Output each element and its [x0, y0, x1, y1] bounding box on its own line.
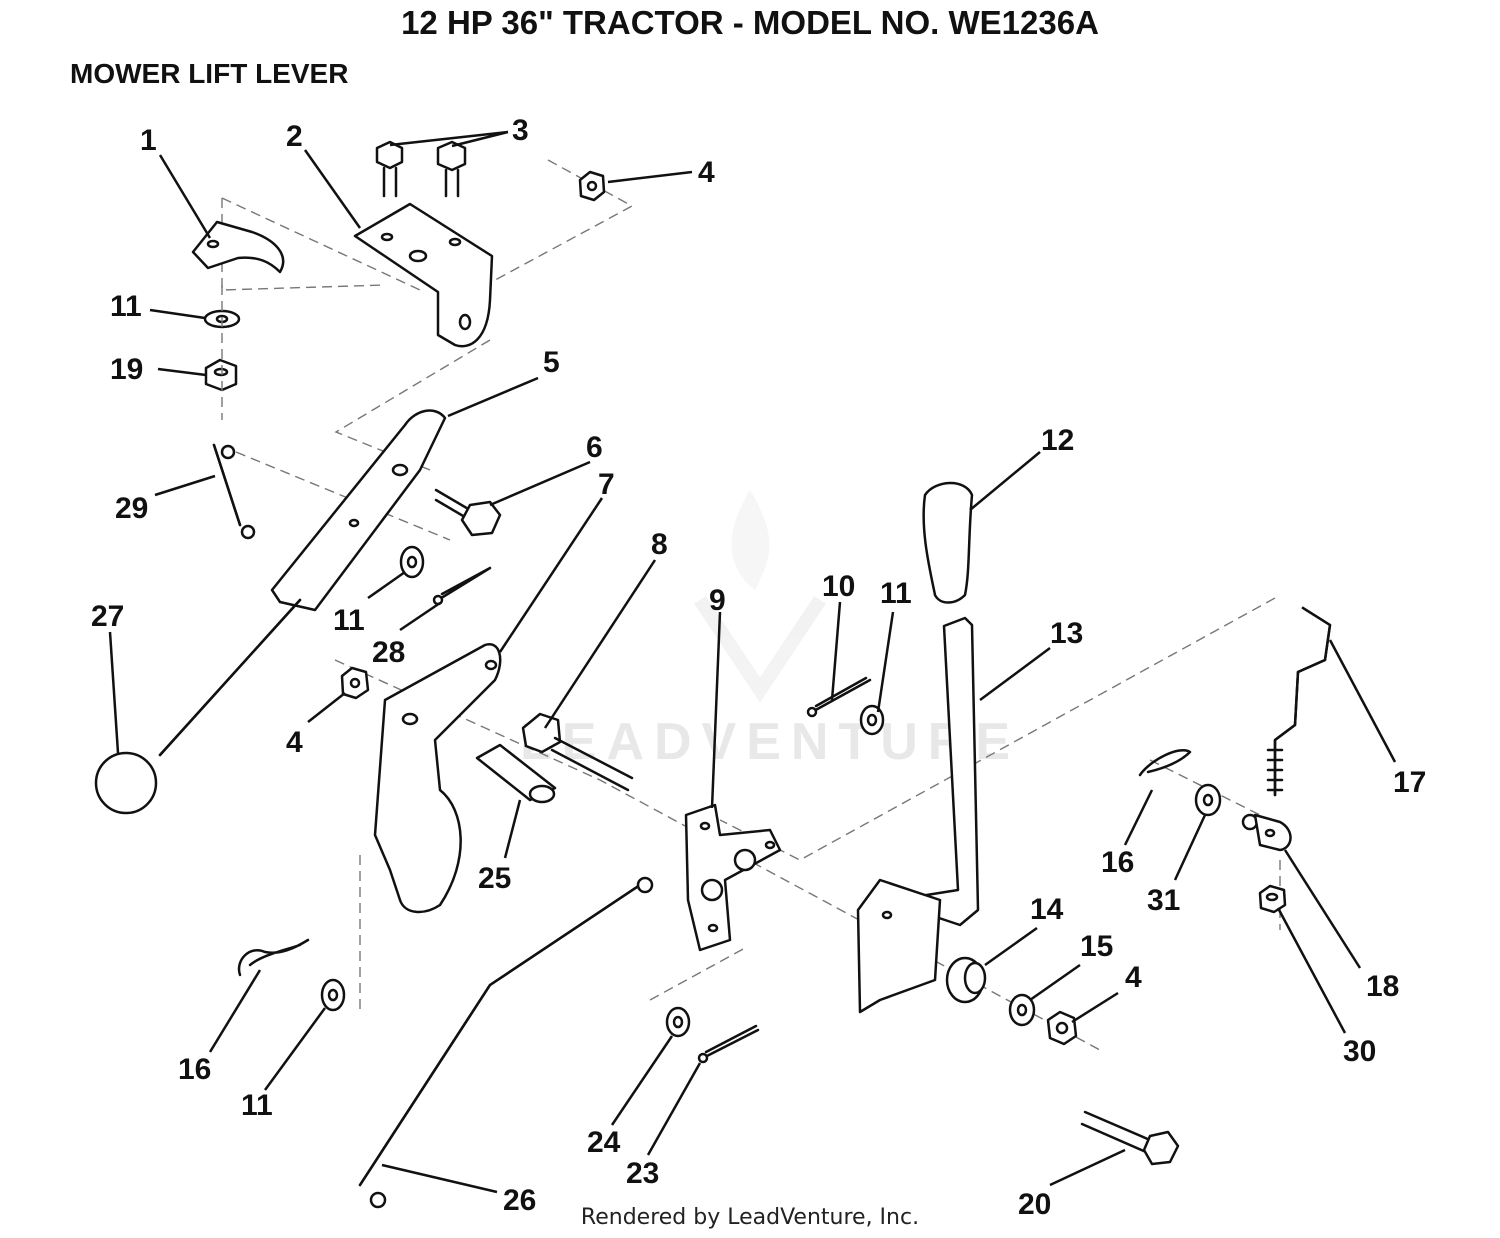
part-9-pivot-plate — [684, 803, 782, 952]
callout-16b: 16 — [178, 1053, 211, 1086]
part-23-cotter-pin — [697, 1024, 760, 1064]
part-31-washer — [1194, 783, 1222, 817]
part-12-handle-grip — [922, 481, 974, 604]
footer-credit: Rendered by LeadVenture, Inc. — [580, 1205, 920, 1230]
callout-11c: 11 — [333, 604, 365, 637]
callout-27: 27 — [91, 600, 124, 633]
part-29-link — [212, 443, 256, 540]
callout-29: 29 — [115, 492, 148, 525]
part-4-nut-mid — [340, 666, 370, 700]
callout-14: 14 — [1030, 893, 1064, 926]
part-15-washer — [1008, 993, 1036, 1027]
part-26-lift-link — [358, 876, 654, 1209]
callout-6: 6 — [586, 431, 603, 464]
part-7-plate — [373, 643, 502, 914]
callout-1: 1 — [140, 124, 157, 157]
callout-12: 12 — [1041, 424, 1074, 457]
callout-31: 31 — [1147, 884, 1180, 917]
part-25-sleeve — [475, 743, 557, 804]
part-30-nut — [1258, 884, 1287, 914]
part-17-rod — [1266, 606, 1332, 797]
assembly-dashed-lines — [221, 159, 1291, 1051]
callout-28: 28 — [372, 636, 405, 669]
callout-23: 23 — [626, 1157, 659, 1190]
part-13-lever — [856, 616, 980, 1014]
part-11-washer-bottom — [320, 978, 346, 1012]
callout-11b: 11 — [880, 577, 912, 610]
part-28-cotter-pin — [432, 566, 492, 606]
part-11-washer-mid — [399, 545, 425, 579]
page-title: 12 HP 36" TRACTOR - MODEL NO. WE1236A — [401, 4, 1099, 41]
part-11-washer-right — [859, 704, 885, 736]
part-24-washer — [665, 1006, 691, 1038]
callout-17: 17 — [1393, 766, 1426, 799]
part-2-bracket — [353, 202, 494, 348]
callout-numbers: 1 2 3 4 11 19 5 6 7 29 12 8 9 10 11 13 2… — [91, 114, 1426, 1221]
part-18-ferrule — [1241, 813, 1292, 852]
part-3-bolts — [375, 140, 467, 198]
callout-15: 15 — [1080, 930, 1113, 963]
callout-7: 7 — [598, 468, 615, 501]
part-6-bolt — [434, 488, 502, 537]
callout-5: 5 — [543, 346, 560, 379]
callout-4: 4 — [698, 156, 715, 189]
callout-20: 20 — [1018, 1188, 1051, 1221]
part-10-cotter-pin — [806, 676, 872, 718]
callout-11d: 11 — [241, 1089, 273, 1122]
part-27-knob — [94, 751, 158, 815]
callout-18: 18 — [1366, 970, 1399, 1003]
callout-4c: 4 — [1125, 961, 1142, 994]
part-16-hairpin-right — [1138, 749, 1192, 777]
callout-13: 13 — [1050, 617, 1083, 650]
callout-2: 2 — [286, 120, 303, 153]
callout-11: 11 — [110, 290, 142, 323]
part-8-long-bolt — [521, 712, 634, 792]
part-19-nut — [204, 358, 238, 392]
callout-30: 30 — [1343, 1035, 1376, 1068]
part-1-clip — [191, 220, 285, 274]
part-4-nut-right — [1046, 1010, 1078, 1046]
callout-10: 10 — [822, 570, 855, 603]
part-4-nut-top — [578, 170, 606, 202]
callout-3: 3 — [512, 114, 529, 147]
callout-26: 26 — [503, 1184, 536, 1217]
part-20-bolt — [1080, 1110, 1180, 1166]
leader-lines — [108, 130, 1397, 1194]
part-16-hairpin-left — [237, 938, 310, 977]
callout-4b: 4 — [286, 726, 303, 759]
part-5-lift-arm — [158, 409, 447, 757]
callout-25: 25 — [478, 862, 511, 895]
section-subtitle: MOWER LIFT LEVER — [70, 58, 349, 89]
callout-24: 24 — [587, 1126, 621, 1159]
callout-19: 19 — [110, 353, 143, 386]
callout-9: 9 — [709, 584, 726, 617]
callout-16: 16 — [1101, 846, 1134, 879]
part-14-bushing — [945, 956, 987, 1004]
callout-8: 8 — [651, 528, 668, 561]
